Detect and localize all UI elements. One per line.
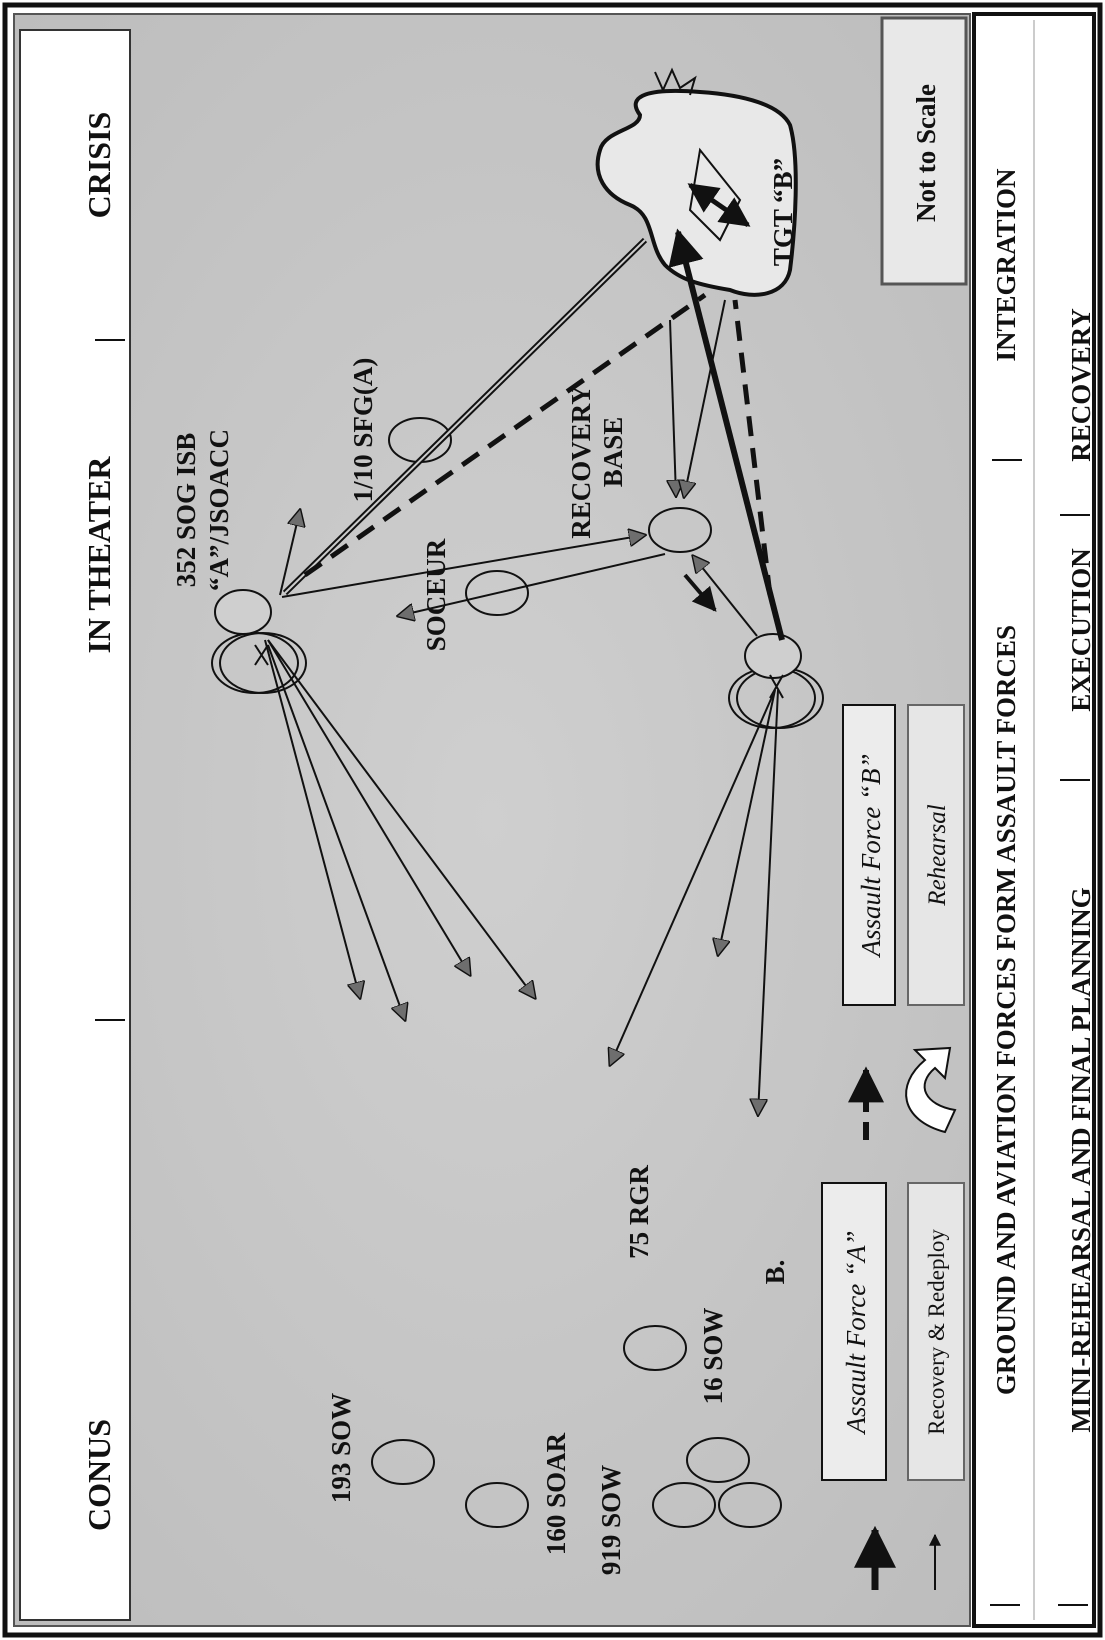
assault-force-b-routes [610,556,779,1115]
unit-circle-919-sow [652,1482,716,1528]
unit-label-b: B. [760,1260,790,1285]
sfg-label: 1/10 SFG(A) [348,358,378,503]
unit-circle-160-soar [465,1482,529,1528]
phase-row1-integration: INTEGRATION [991,168,1021,362]
unit-circle-16-sow-b [718,1482,782,1528]
legend-box-rehearsal [907,704,965,1006]
recovery-base-circle [648,507,712,553]
unit-label-919-sow: 919 SOW [596,1465,626,1575]
legend-box-assault-b [842,704,896,1006]
ingress-routes [282,228,785,641]
isb-b-node [728,633,824,729]
recovery-base-line2: BASE [598,417,628,488]
unit-label-75-rgr: 75 RGR [624,1165,654,1259]
header-in-theater: IN THEATER [81,456,117,654]
isb-a-node [211,589,307,694]
unit-circle-16-sow [686,1437,750,1483]
target-b-label: TGT “B” [768,158,798,266]
target-b-area [595,67,798,297]
isb-label-line2: “A”/JSOACC [204,429,234,591]
legend-assault-a: Assault Force “A” [841,1230,871,1435]
phase-row1-forces: GROUND AND AVIATION FORCES FORM ASSAULT … [991,625,1021,1395]
legend: Assault Force “A” Recovery & Redeploy As… [821,704,965,1590]
legend-rehearsal: Rehearsal [924,804,951,906]
header-conus: CONUS [81,1419,117,1531]
assault-force-a-routes [264,510,645,1020]
recovery-base-line1: RECOVERY [566,385,596,539]
unit-label-193-sow: 193 SOW [326,1393,356,1503]
not-to-scale-box [880,16,968,286]
legend-box-recovery [907,1182,965,1481]
not-to-scale-label: Not to Scale [911,84,941,222]
phase-row2-mini-rehearsal: MINI-REHEARSAL AND FINAL PLANNING [1066,887,1096,1432]
rehearsal-routes [303,292,773,596]
legend-recovery-redeploy: Recovery & Redeploy [924,1229,949,1435]
recovery-redeploy-routes [398,299,726,616]
unit-circle-75-rgr [623,1325,687,1371]
header-strip [19,29,131,1621]
legend-curved-arrow [905,1046,957,1134]
header-crisis: CRISIS [81,112,117,219]
unit-label-160-soar: 160 SOAR [541,1432,571,1555]
unit-circle-193-sow [371,1439,435,1485]
legend-box-assault-a [821,1182,887,1481]
unit-label-16-sow: 16 SOW [698,1308,728,1405]
phase-row2-recovery: RECOVERY [1066,308,1096,462]
soceur-circle [465,570,529,616]
phase-row2-execution: EXECUTION [1066,548,1096,712]
map-panel [13,13,971,1627]
isb-label-line1: 352 SOG ISB [171,433,201,588]
legend-assault-b: Assault Force “B” [856,753,886,958]
soceur-label: SOCEUR [421,538,451,651]
